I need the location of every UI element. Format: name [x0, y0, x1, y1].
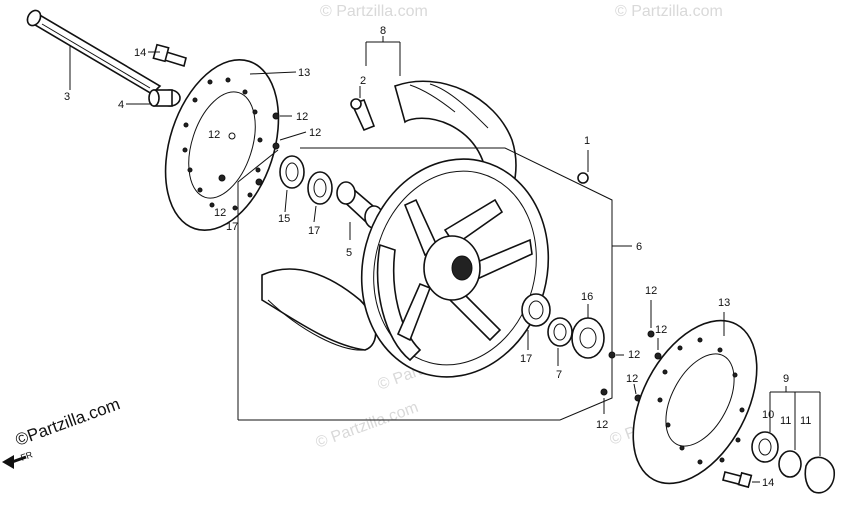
callout-6: 6	[636, 241, 642, 253]
brake-disc-left	[164, 58, 280, 232]
partzilla-brand: ©Partzilla.com	[13, 394, 123, 449]
callout-12e: 12	[645, 285, 657, 297]
callout-12b: 12	[296, 111, 308, 123]
distance-collar-part	[336, 181, 384, 229]
dust-seal-part	[778, 450, 802, 478]
callout-2: 2	[360, 75, 366, 87]
callout-17a: 17	[226, 221, 238, 233]
valve-stem-part	[350, 98, 376, 132]
callout-13a: 13	[298, 67, 310, 79]
callout-14a: 14	[134, 47, 146, 59]
wheel-rim-part	[360, 158, 550, 378]
callout-12d: 12	[214, 207, 226, 219]
collar-part	[148, 89, 181, 107]
callout-1: 1	[584, 135, 590, 147]
seal-part-left	[307, 171, 333, 205]
callout-14b: 14	[762, 477, 774, 489]
bolt-part-right	[722, 471, 753, 489]
callout-12g: 12	[628, 349, 640, 361]
nut-part-top	[577, 172, 589, 184]
watermark-bottom: © Partzilla.com	[314, 399, 421, 452]
callout-13b: 13	[718, 297, 730, 309]
bearing-part-right	[521, 293, 551, 327]
callout-12f: 12	[655, 324, 667, 336]
bearing-part-right-outer	[571, 317, 605, 359]
gear-box-part	[804, 456, 836, 494]
callout-12c: 12	[309, 127, 321, 139]
callout-3: 3	[64, 91, 70, 103]
nut-part	[218, 112, 280, 186]
callout-5: 5	[346, 247, 352, 259]
callout-11b: 11	[800, 415, 811, 427]
callout-9: 9	[783, 373, 789, 385]
callout-4: 4	[118, 99, 124, 111]
callout-17b: 17	[308, 225, 320, 237]
watermark-top-right: © Partzilla.com	[615, 3, 723, 20]
callout-11a: 11	[780, 415, 791, 427]
callout-16: 16	[581, 291, 593, 303]
callout-10: 10	[762, 409, 774, 421]
bolt-part	[152, 43, 187, 68]
axle-part	[26, 9, 162, 96]
callout-7: 7	[556, 369, 562, 381]
brake-disc-right	[632, 319, 758, 485]
callout-12i: 12	[596, 419, 608, 431]
seal-part-right	[547, 317, 573, 347]
gear-box-retainer	[751, 431, 779, 463]
callout-15: 15	[278, 213, 290, 225]
bearing-part-left	[279, 155, 305, 189]
callout-12a: 12	[208, 129, 220, 141]
callout-12h: 12	[626, 373, 638, 385]
watermark-top: © Partzilla.com	[320, 3, 428, 20]
callout-17c: 17	[520, 353, 532, 365]
callout-8: 8	[380, 25, 386, 37]
fr-label: FR	[19, 449, 34, 463]
front-direction-arrow-icon	[2, 455, 27, 469]
